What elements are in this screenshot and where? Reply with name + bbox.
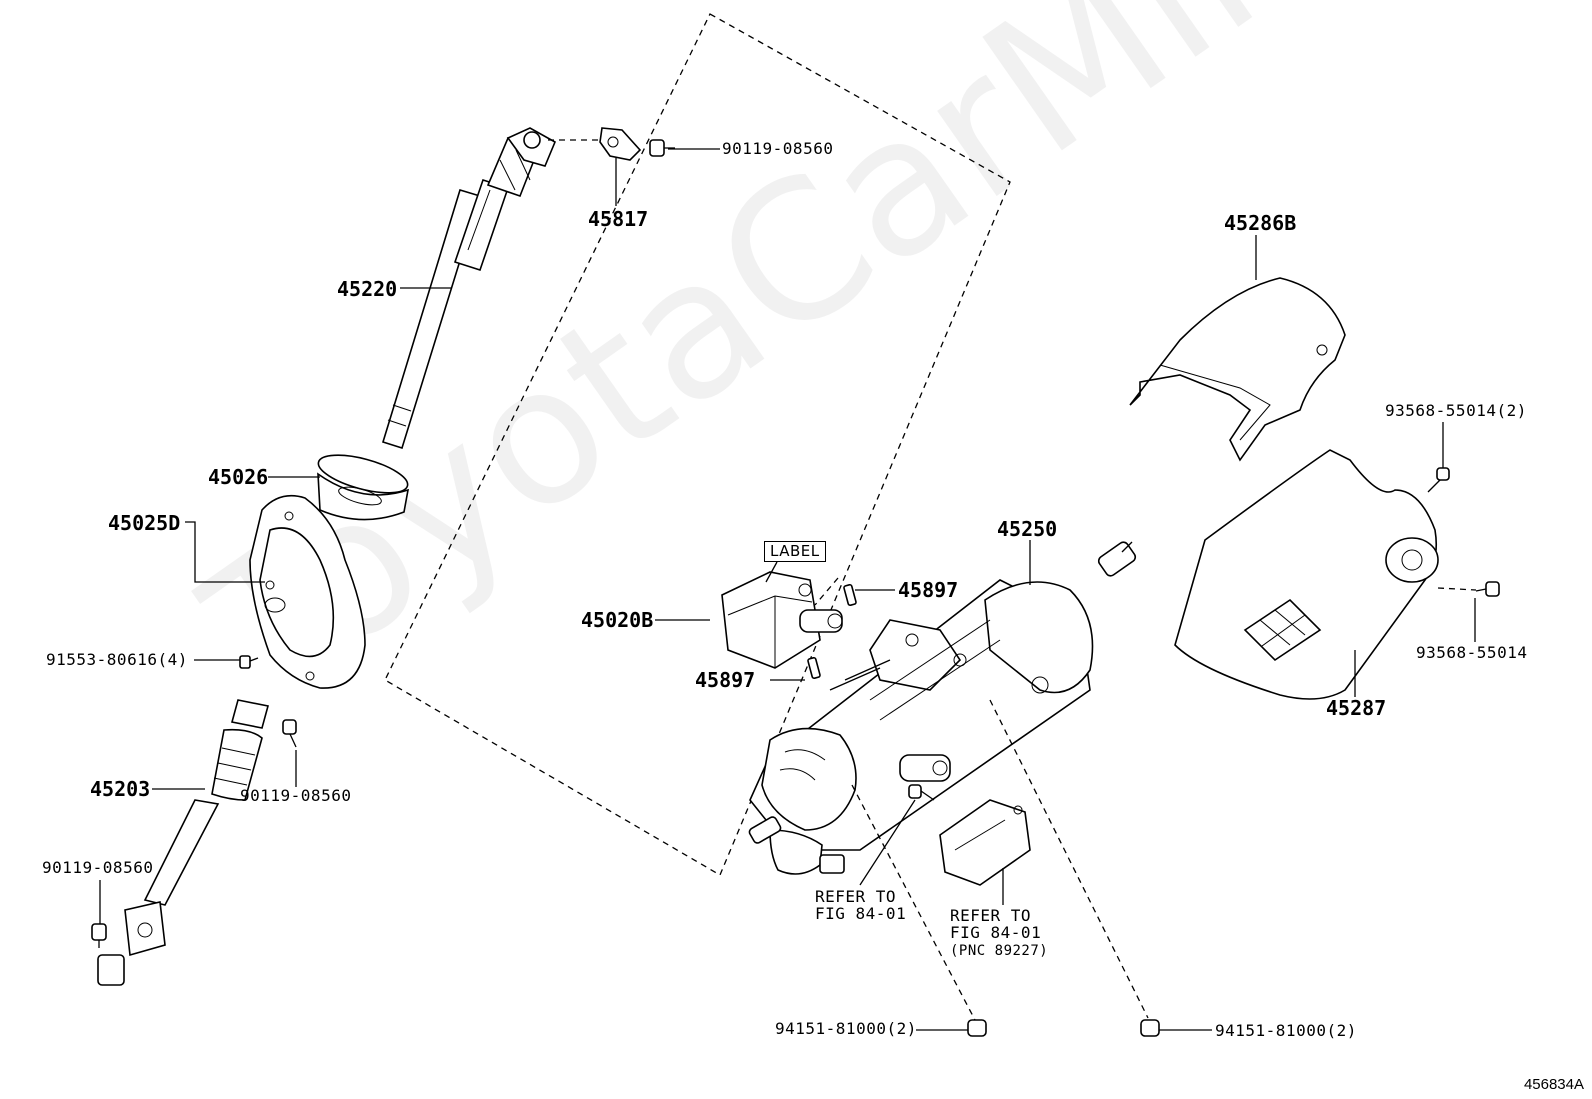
label-90119-08560-low: 90119-08560 [42,858,154,877]
refer-fig-84-01-line1: REFER TO [815,887,897,906]
bolt-91553-drawing [239,655,259,669]
screw-93568-low-drawing [1437,581,1500,597]
label-90119-08560-top: 90119-08560 [722,139,834,158]
pin-45897-lower-drawing [807,656,821,680]
cover-45025D-drawing [249,494,366,689]
cover-45286B-drawing [1129,277,1346,462]
label-91553-80616: 91553-80616(4) [46,650,188,669]
label-45020B: 45020B [581,608,654,632]
label-90119-08560-mid: 90119-08560 [240,786,352,805]
nut-94151-left-drawing [967,1019,987,1037]
label-45286B: 45286B [1224,211,1297,235]
label-45026: 45026 [208,465,269,489]
refer-fig-84-01-b-line2: FIG 84-01 [950,923,1042,942]
column-45250-drawing [748,541,1137,875]
bolt-90119-low-drawing [91,923,107,948]
shaft-45220-drawing [382,127,557,450]
label-93568-55014: 93568-55014 [1416,643,1528,662]
screw-93568-top-drawing [1427,467,1450,493]
diagram-id: 456834A [1523,1076,1584,1093]
lock-45020B-drawing [721,571,843,669]
label-45220: 45220 [337,277,398,301]
label-94151-81000-left: 94151-81000(2) [775,1019,917,1038]
label-93568-55014-2: 93568-55014(2) [1385,401,1527,420]
leader-lines [99,148,1476,1031]
assembly-boundary [384,13,1011,876]
refer-fig-84-01-line2: FIG 84-01 [815,904,907,923]
label-45897-upper: 45897 [898,578,959,602]
label-45817: 45817 [588,207,649,231]
label-45250: 45250 [997,517,1058,541]
pin-45897-upper-drawing [843,583,857,607]
module-89227-drawing [939,799,1031,886]
label-45203: 45203 [90,777,151,801]
refer-fig-84-01-b-line1: REFER TO [950,906,1032,925]
plate-45817-drawing [548,127,675,161]
nut-94151-right-drawing [1140,1019,1160,1037]
shaft-45203-drawing [97,699,269,986]
refer-pnc-89227: (PNC 89227) [950,943,1049,959]
label-45287: 45287 [1326,696,1387,720]
seal-45026-drawing [317,454,410,521]
label-tag-box: LABEL [764,541,826,562]
bolt-90119-mid-drawing [282,719,297,748]
cover-45287-drawing [1174,449,1439,700]
label-45897-lower: 45897 [695,668,756,692]
label-94151-81000-right: 94151-81000(2) [1215,1021,1357,1040]
label-45025D: 45025D [108,511,181,535]
bolt-column-drawing [908,784,935,801]
